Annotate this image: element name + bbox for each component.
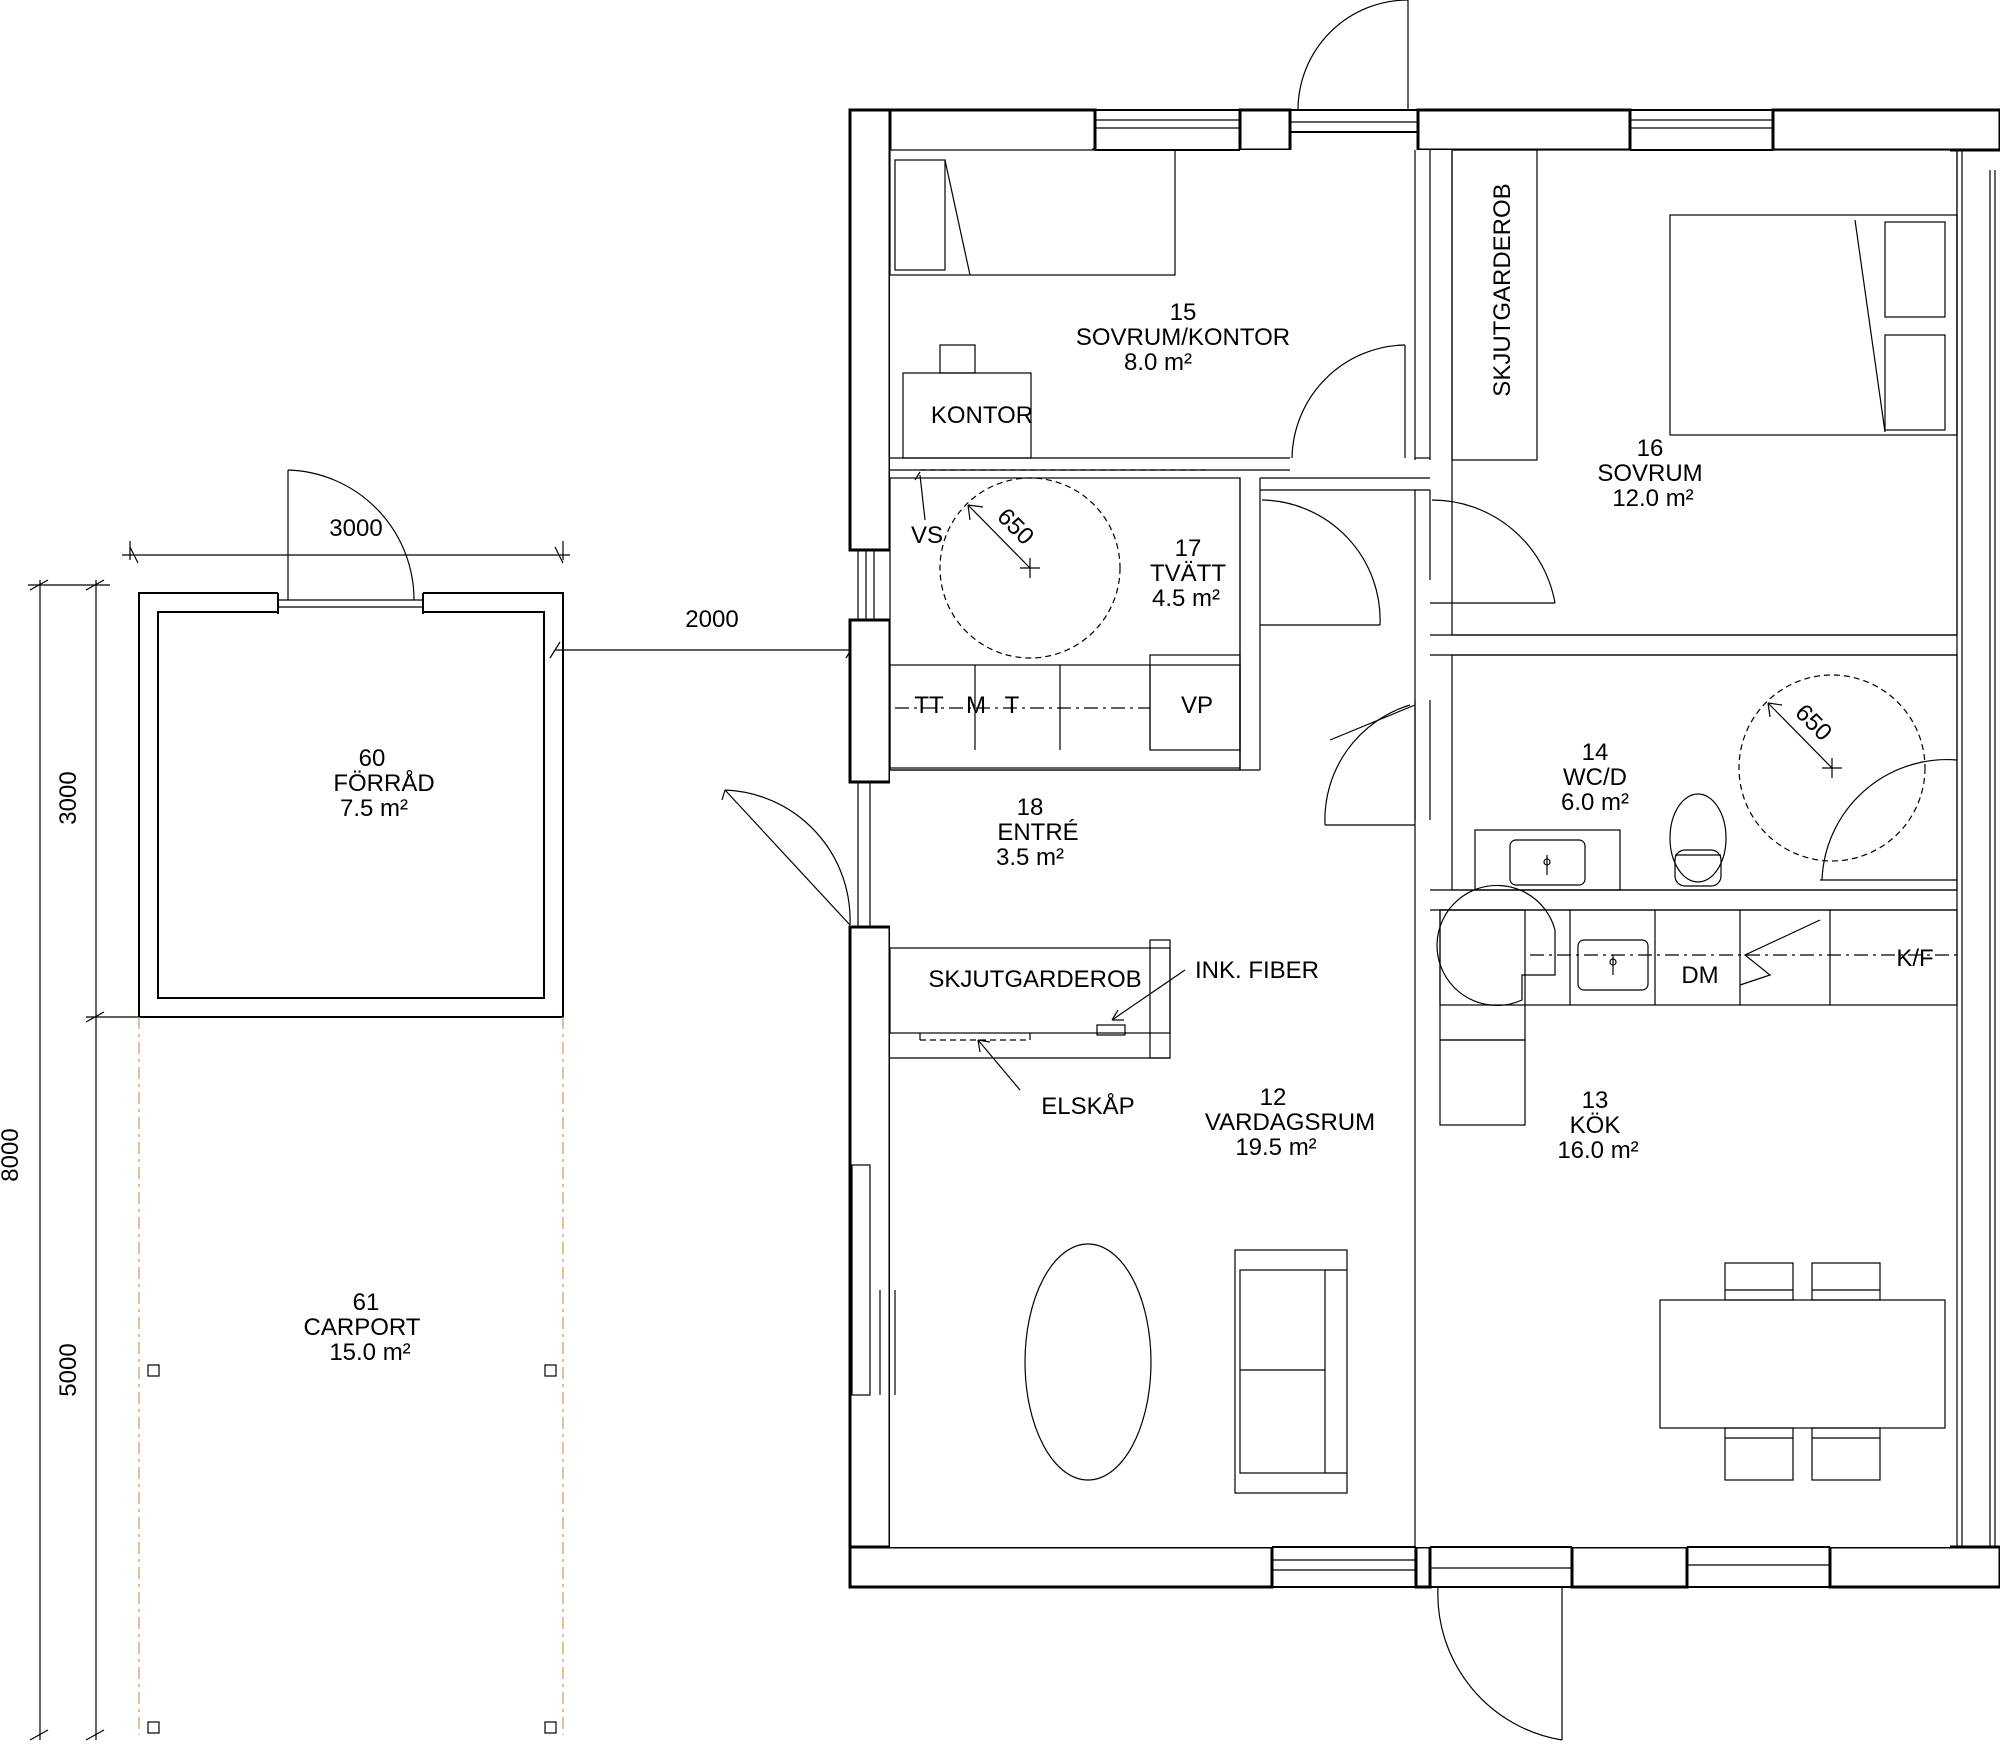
tumble-dryer-label: TT [914, 692, 944, 719]
room-17-area: 4.5 m² [1152, 585, 1220, 612]
room-15-name: SOVRUM/KONTOR [1076, 324, 1290, 351]
room-14-area: 6.0 m² [1561, 789, 1629, 816]
dim-gap-to-house: 2000 [685, 606, 738, 633]
bottom-openings [1272, 1546, 1830, 1741]
room-60-area: 7.5 m² [340, 795, 408, 822]
furniture [889, 149, 1958, 1494]
room-61-number: 61 [353, 1289, 380, 1316]
room-13-name: KÖK [1570, 1112, 1621, 1139]
room-12-number: 12 [1260, 1084, 1287, 1111]
room-17-number: 17 [1175, 535, 1202, 562]
room-60-name: FÖRRÅD [333, 769, 434, 797]
room-13-area: 16.0 m² [1557, 1137, 1638, 1164]
left-openings [721, 550, 896, 1396]
carport-outline [138, 1017, 564, 1735]
room-14-name: WC/D [1563, 764, 1627, 791]
dim-total-depth: 8000 [0, 1128, 24, 1181]
room-60-number: 60 [359, 745, 386, 772]
dim-storage-width: 3000 [329, 515, 382, 542]
house-walls [848, 108, 2000, 1589]
room-12-name: VARDAGSRUM [1205, 1109, 1375, 1136]
room-18-name: ENTRÉ [997, 819, 1078, 846]
dimension-lines [28, 541, 860, 1741]
storage-building [138, 469, 564, 1018]
washing-machine-label: M [966, 692, 986, 719]
electric-cabinet-label: ELSKÅP [1041, 1092, 1134, 1120]
room-15-area: 8.0 m² [1124, 349, 1192, 376]
room-18-number: 18 [1017, 794, 1044, 821]
room-15-number: 15 [1170, 299, 1197, 326]
dim-carport-depth: 5000 [55, 1343, 82, 1396]
fridge-freezer-label: K/F [1896, 945, 1933, 972]
room-labels: 15 SOVRUM/KONTOR 8.0 m² 16 SOVRUM 12.0 m… [304, 299, 1703, 1366]
room-18-area: 3.5 m² [996, 844, 1064, 871]
heat-pump-label: VP [1181, 692, 1213, 719]
fiber-label: INK. FIBER [1195, 957, 1319, 984]
interior-doors [1260, 344, 1958, 881]
room-61-name: CARPORT [304, 1314, 421, 1341]
dishwasher-label: DM [1681, 962, 1718, 989]
room-13-number: 13 [1582, 1087, 1609, 1114]
dryer-label: T [1005, 692, 1020, 719]
room-14-number: 14 [1582, 739, 1609, 766]
vs-label: VS [911, 522, 943, 549]
room-17-name: TVÄTT [1150, 560, 1226, 587]
kontor-label: KONTOR [931, 402, 1033, 429]
room-16-name: SOVRUM [1597, 460, 1702, 487]
room-12-area: 19.5 m² [1235, 1134, 1316, 1161]
wardrobe-label-bedroom: SKJUTGARDEROB [1489, 183, 1516, 396]
wardrobe-label-hall: SKJUTGARDEROB [928, 966, 1141, 993]
room-16-area: 12.0 m² [1612, 485, 1693, 512]
room-16-number: 16 [1637, 435, 1664, 462]
dim-storage-depth: 3000 [55, 771, 82, 824]
room-61-area: 15.0 m² [329, 1339, 410, 1366]
